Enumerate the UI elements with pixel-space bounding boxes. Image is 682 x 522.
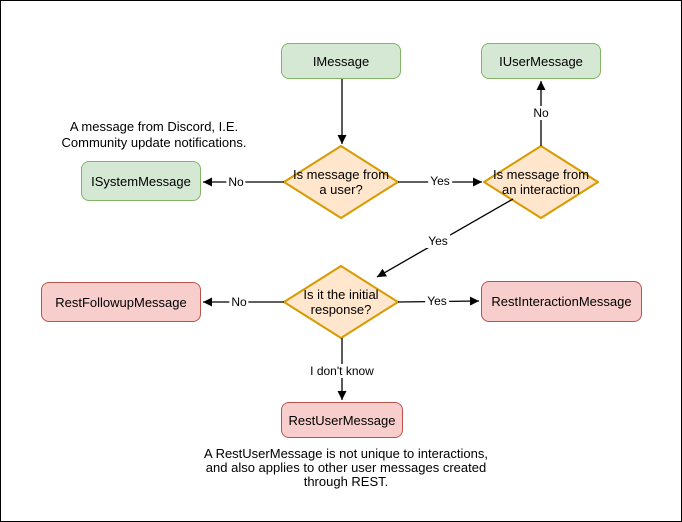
edge-label-initial-idk: I don't know [308, 364, 376, 378]
node-restusermessage: RestUserMessage [281, 402, 403, 438]
annotation-rest-user-message: A RestUserMessage is not unique to inter… [204, 446, 488, 489]
edge-label-interaction-no: No [531, 106, 551, 120]
edge-label-interaction-yes: Yes [426, 234, 450, 248]
node-iusermessage: IUserMessage [481, 43, 601, 79]
edge-label-user-no: No [226, 175, 246, 189]
node-restinteractionmessage: RestInteractionMessage [481, 281, 642, 322]
edge-label-initial-yes: Yes [425, 294, 449, 308]
decision-is-message-from-user-shape [283, 145, 399, 219]
node-imessage: IMessage [281, 43, 401, 79]
edge-label-initial-no: No [229, 295, 249, 309]
node-isystemmessage: ISystemMessage [81, 161, 201, 201]
decision-is-initial-response-shape [283, 265, 399, 339]
annotation-system-message: A message from Discord, I.E. Community u… [61, 119, 247, 150]
decision-is-message-from-interaction-shape [483, 145, 599, 219]
edge-label-user-yes: Yes [428, 174, 452, 188]
node-restfollowupmessage: RestFollowupMessage [41, 282, 201, 322]
